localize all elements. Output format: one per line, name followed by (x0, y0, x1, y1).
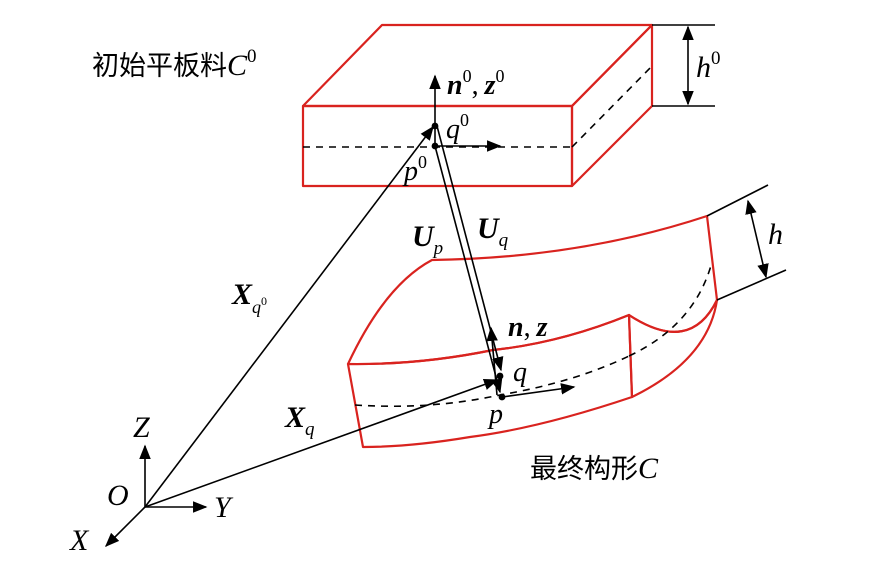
initial-sheet-box (301, 23, 654, 188)
h0-dimension (652, 24, 715, 107)
final-config-shell (346, 214, 719, 449)
label-origin-O: O (107, 479, 129, 512)
vector-Xq (144, 378, 499, 508)
label-q: q (513, 357, 527, 388)
label-h: h (768, 218, 783, 251)
label-initial-sheet: 初始平板料C0 (92, 46, 257, 82)
label-q0: q0 (446, 110, 469, 145)
label-X-axis: X (69, 524, 90, 557)
point-p0 (431, 142, 439, 150)
initial-midplane-side (571, 65, 653, 148)
point-q (496, 372, 504, 380)
label-h0: h0 (696, 48, 721, 84)
label-Uq: Uq (477, 212, 509, 251)
label-n-z: n,z (508, 312, 548, 343)
point-q0 (431, 122, 439, 130)
label-final-config: 最终构形C (530, 452, 659, 485)
label-p0: p0 (402, 152, 427, 187)
label-Xq: Xq (284, 401, 315, 440)
vector-Xq0 (144, 125, 434, 508)
final-midsurface-side (628, 261, 713, 357)
h-dimension (706, 184, 787, 301)
label-Z-axis: Z (133, 411, 150, 444)
label-Up: Up (412, 220, 443, 259)
vector-Up (434, 145, 503, 394)
final-top-face (346, 214, 719, 366)
normal-n (486, 326, 498, 396)
coordinate-axes (104, 444, 208, 548)
final-side-face (627, 298, 719, 399)
label-Y-axis: Y (214, 491, 234, 524)
x-axis (104, 506, 146, 548)
label-n0-z0: n0,z0 (447, 66, 504, 101)
point-p (498, 393, 506, 401)
label-Xq0: Xq0 (231, 278, 267, 317)
label-p: p (487, 399, 503, 430)
tangent-final (501, 383, 576, 398)
